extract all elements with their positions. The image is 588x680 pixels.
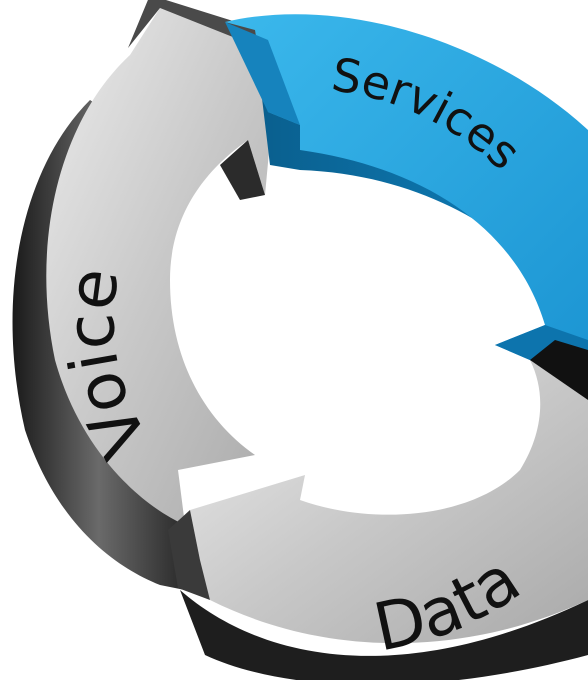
- services-arrow-face: [225, 14, 588, 385]
- data-arrowhead-side: [168, 510, 210, 600]
- data-arrow: [168, 340, 588, 680]
- data-arrow-face: [190, 360, 588, 644]
- data-inner-shadow: [530, 340, 588, 400]
- services-tail-bevel: [225, 22, 300, 125]
- data-arrow-depth: [180, 590, 588, 680]
- voice-arrowhead-shadow: [220, 140, 265, 200]
- voice-arrow-face: [46, 8, 278, 525]
